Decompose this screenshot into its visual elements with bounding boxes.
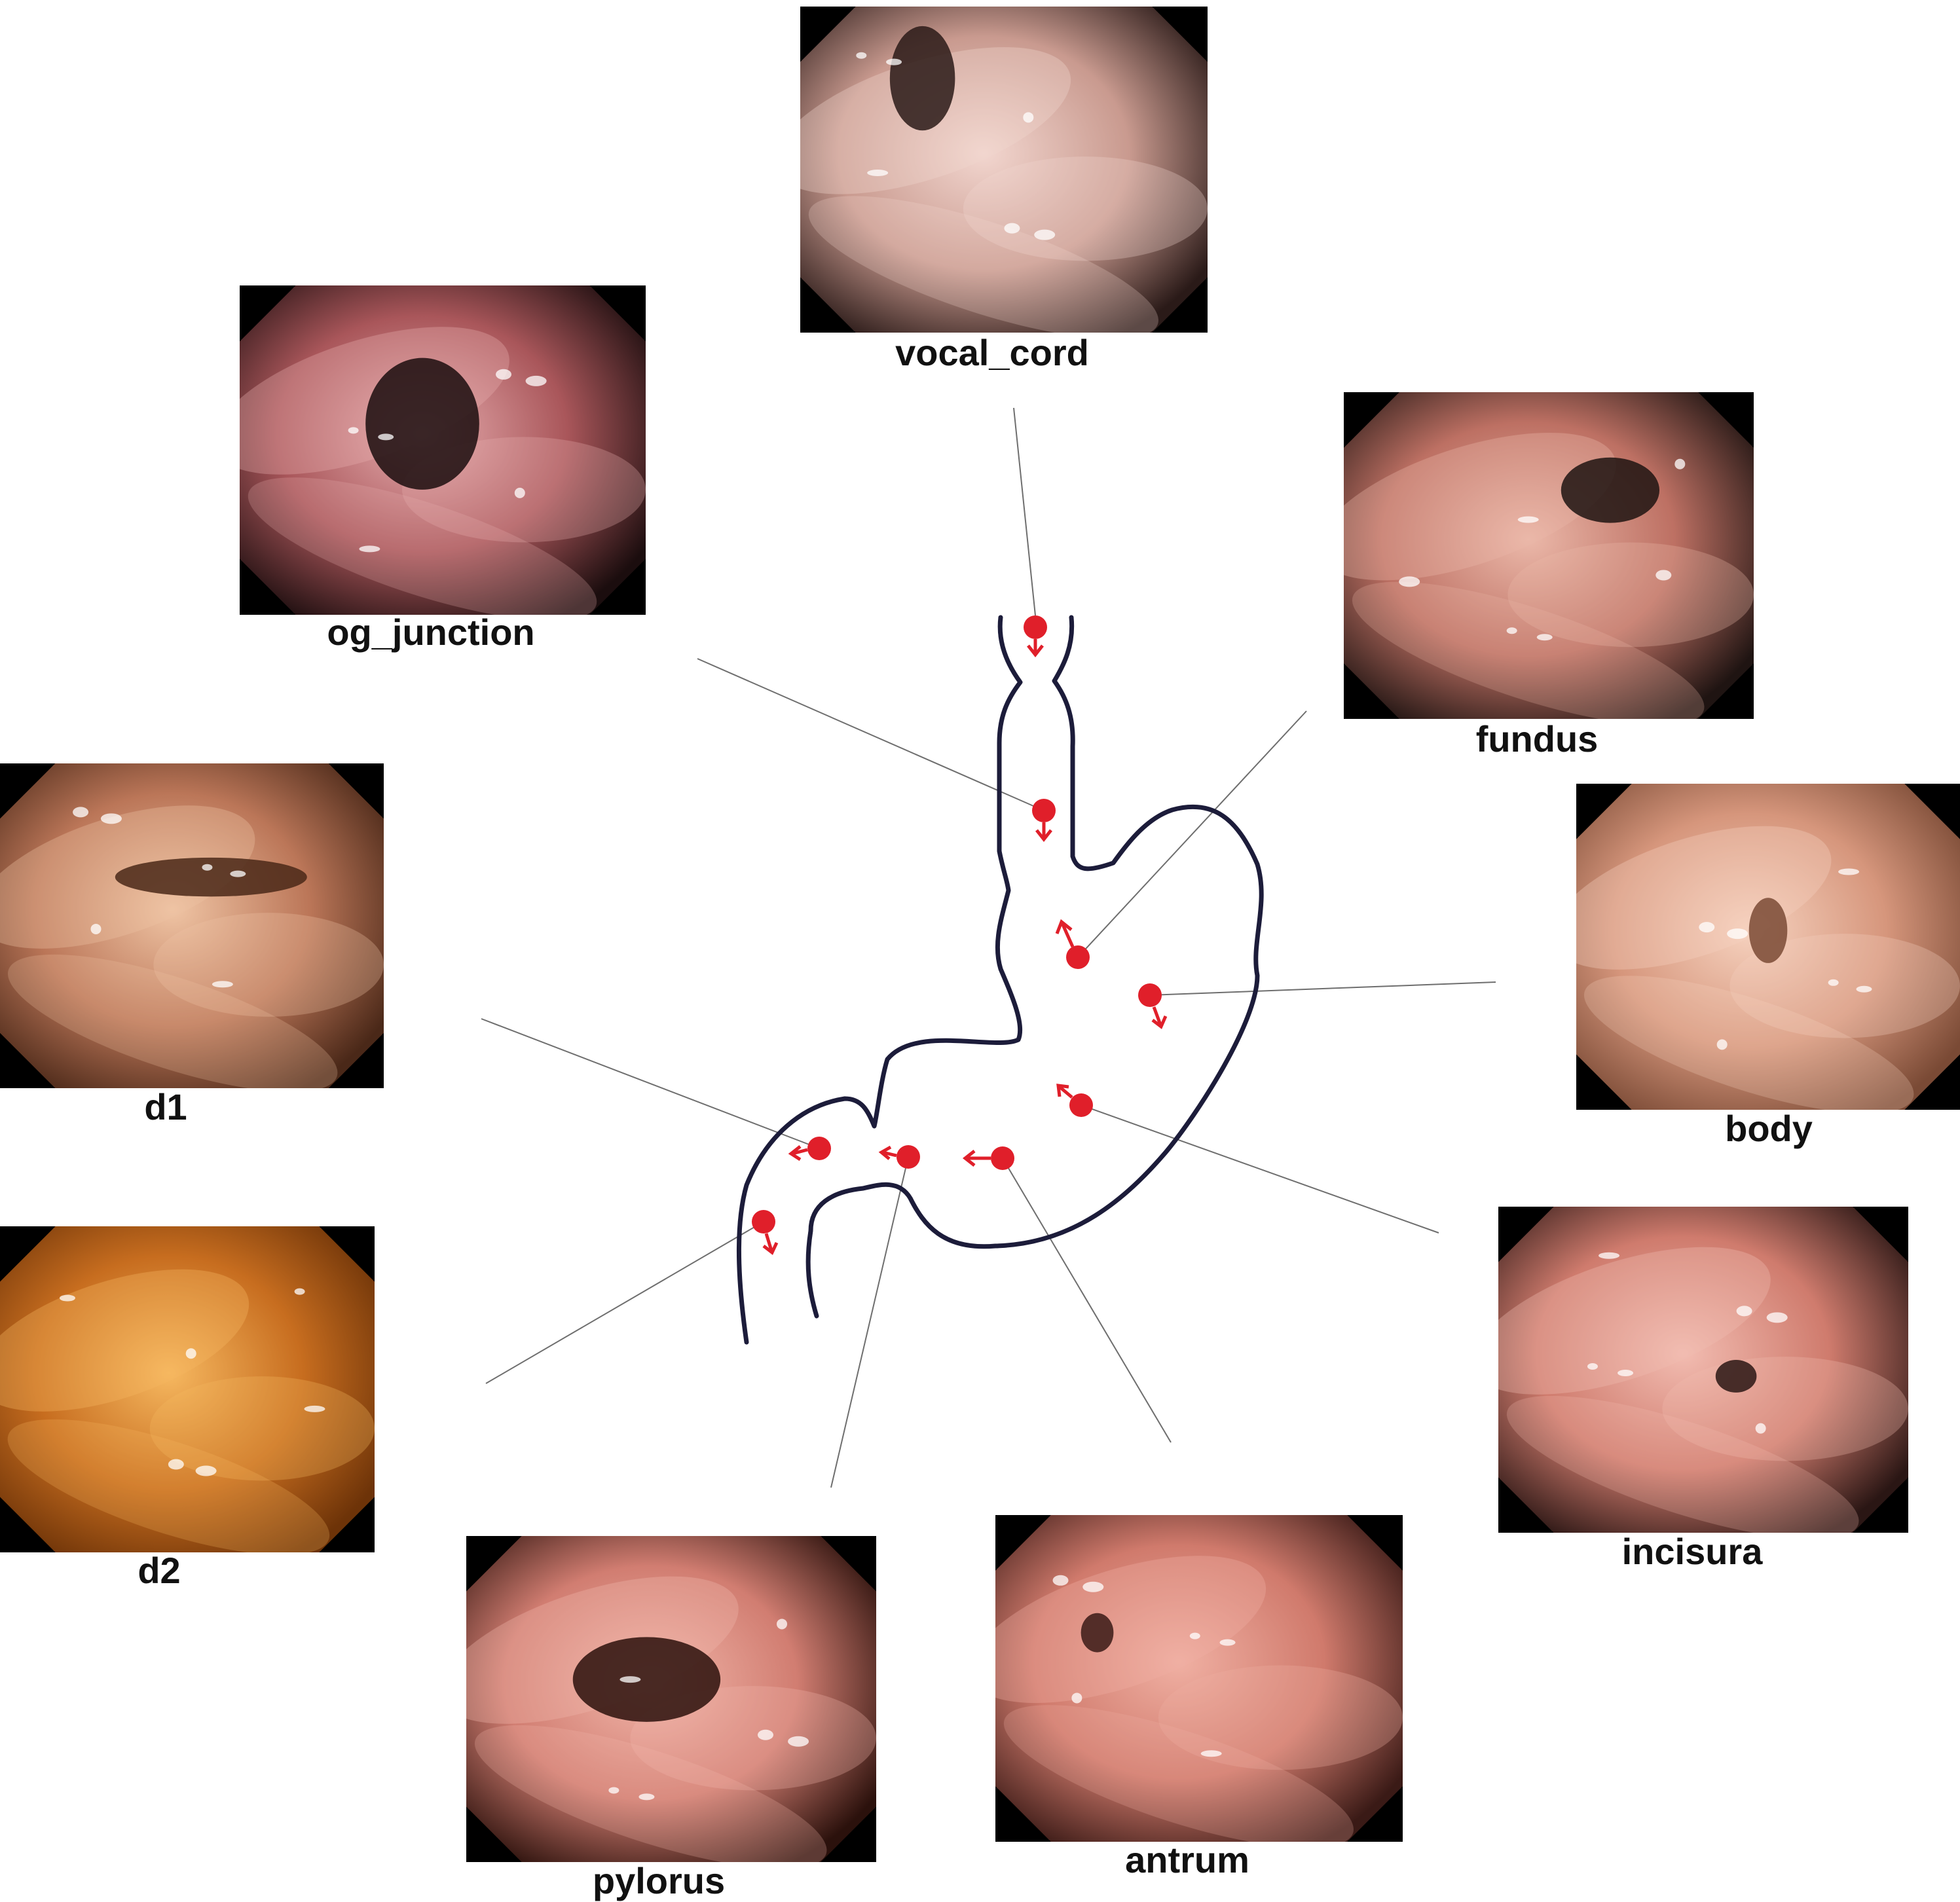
- panel-pylorus-photo: [466, 1536, 876, 1862]
- panel-body: body: [1576, 784, 1960, 1149]
- panel-pylorus: pylorus: [466, 1536, 876, 1901]
- leader-line-og-junction: [697, 658, 1045, 811]
- panel-fundus: fundus: [1344, 392, 1754, 759]
- panel-label-d1: d1: [144, 1086, 187, 1127]
- panel-og-junction-photo: [240, 285, 646, 615]
- leader-line-antrum: [1002, 1158, 1172, 1443]
- marker-pylorus: [878, 1145, 920, 1169]
- leader-line-d2: [485, 1221, 764, 1384]
- marker-og-junction: [1032, 799, 1056, 843]
- stomach-outline-left-wall: [736, 615, 1023, 1345]
- panel-antrum-photo: [995, 1515, 1403, 1842]
- marker-antrum: [962, 1146, 1014, 1170]
- leader-line-vocal-cord: [1013, 407, 1036, 616]
- panel-incisura-photo: [1498, 1207, 1908, 1533]
- leader-line-pylorus: [830, 1156, 909, 1488]
- panel-body-photo: [1576, 784, 1960, 1110]
- leader-line-d1: [481, 1018, 820, 1149]
- panel-vocal-cord-photo: [800, 7, 1208, 333]
- panel-label-vocal-cord: vocal_cord: [895, 332, 1089, 373]
- marker-d1: [788, 1137, 831, 1161]
- leader-line-incisura: [1081, 1105, 1439, 1234]
- marker-d2: [752, 1210, 779, 1255]
- panel-fundus-photo: [1344, 392, 1754, 719]
- marker-vocal-cord: [1024, 615, 1047, 658]
- panel-label-pylorus: pylorus: [593, 1860, 725, 1901]
- leader-line-body: [1149, 981, 1496, 996]
- panel-label-d2: d2: [138, 1550, 180, 1591]
- marker-body: [1138, 983, 1168, 1029]
- panel-incisura: incisura: [1498, 1207, 1908, 1572]
- stomach-outline: [736, 615, 1264, 1345]
- panel-d2: d2: [0, 1226, 375, 1591]
- marker-incisura: [1056, 1084, 1093, 1117]
- panel-label-antrum: antrum: [1125, 1839, 1249, 1880]
- location-markers: [752, 615, 1168, 1255]
- leader-line-fundus: [1077, 710, 1307, 958]
- panel-label-incisura: incisura: [1622, 1531, 1764, 1572]
- panel-antrum: antrum: [995, 1515, 1403, 1880]
- panel-label-body: body: [1725, 1108, 1813, 1149]
- panel-og-junction: og_junction: [240, 285, 646, 653]
- panel-label-fundus: fundus: [1476, 718, 1599, 759]
- stomach-outline-right-wall: [805, 615, 1264, 1319]
- panel-label-og-junction: og_junction: [327, 612, 534, 653]
- panel-d2-photo: [0, 1226, 375, 1552]
- panel-d1: d1: [0, 763, 384, 1127]
- leader-lines: [481, 407, 1496, 1488]
- marker-fundus: [1055, 919, 1090, 969]
- panel-d1-photo: [0, 763, 384, 1088]
- panel-vocal-cord: vocal_cord: [800, 7, 1208, 373]
